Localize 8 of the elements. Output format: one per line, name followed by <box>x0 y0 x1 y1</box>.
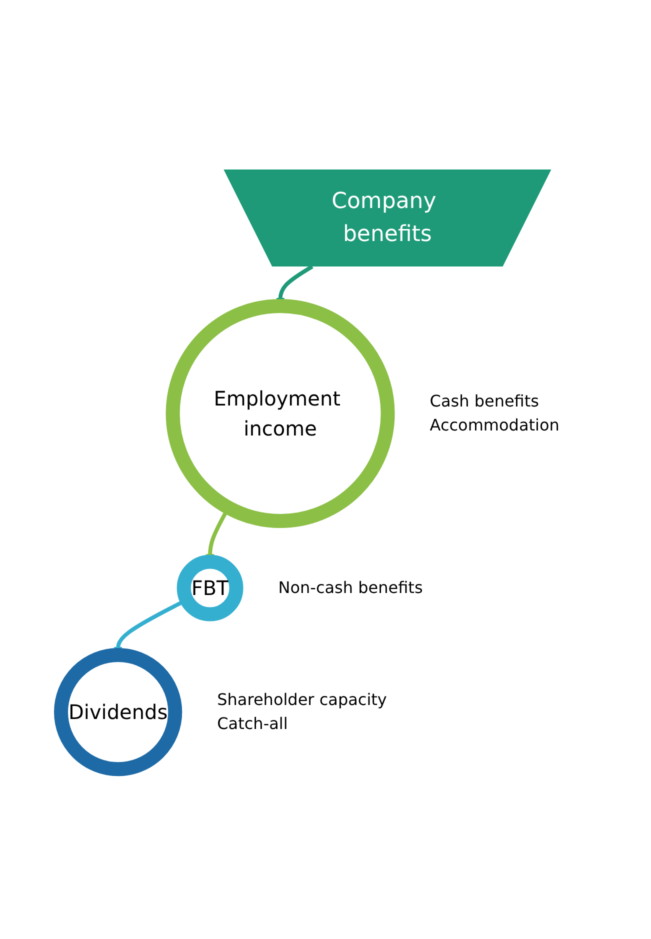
node-circle: Dividends <box>54 648 182 776</box>
node-circle: FBT <box>177 554 244 622</box>
node-label: Shareholder capacity <box>217 690 388 709</box>
node-label: Non-cash benefits <box>278 578 424 597</box>
node-label: Accommodation <box>430 415 560 434</box>
node-circle: Employment income <box>166 298 396 528</box>
node-label: Catch-all <box>217 714 288 733</box>
node-label: Cash benefits <box>430 391 540 410</box>
